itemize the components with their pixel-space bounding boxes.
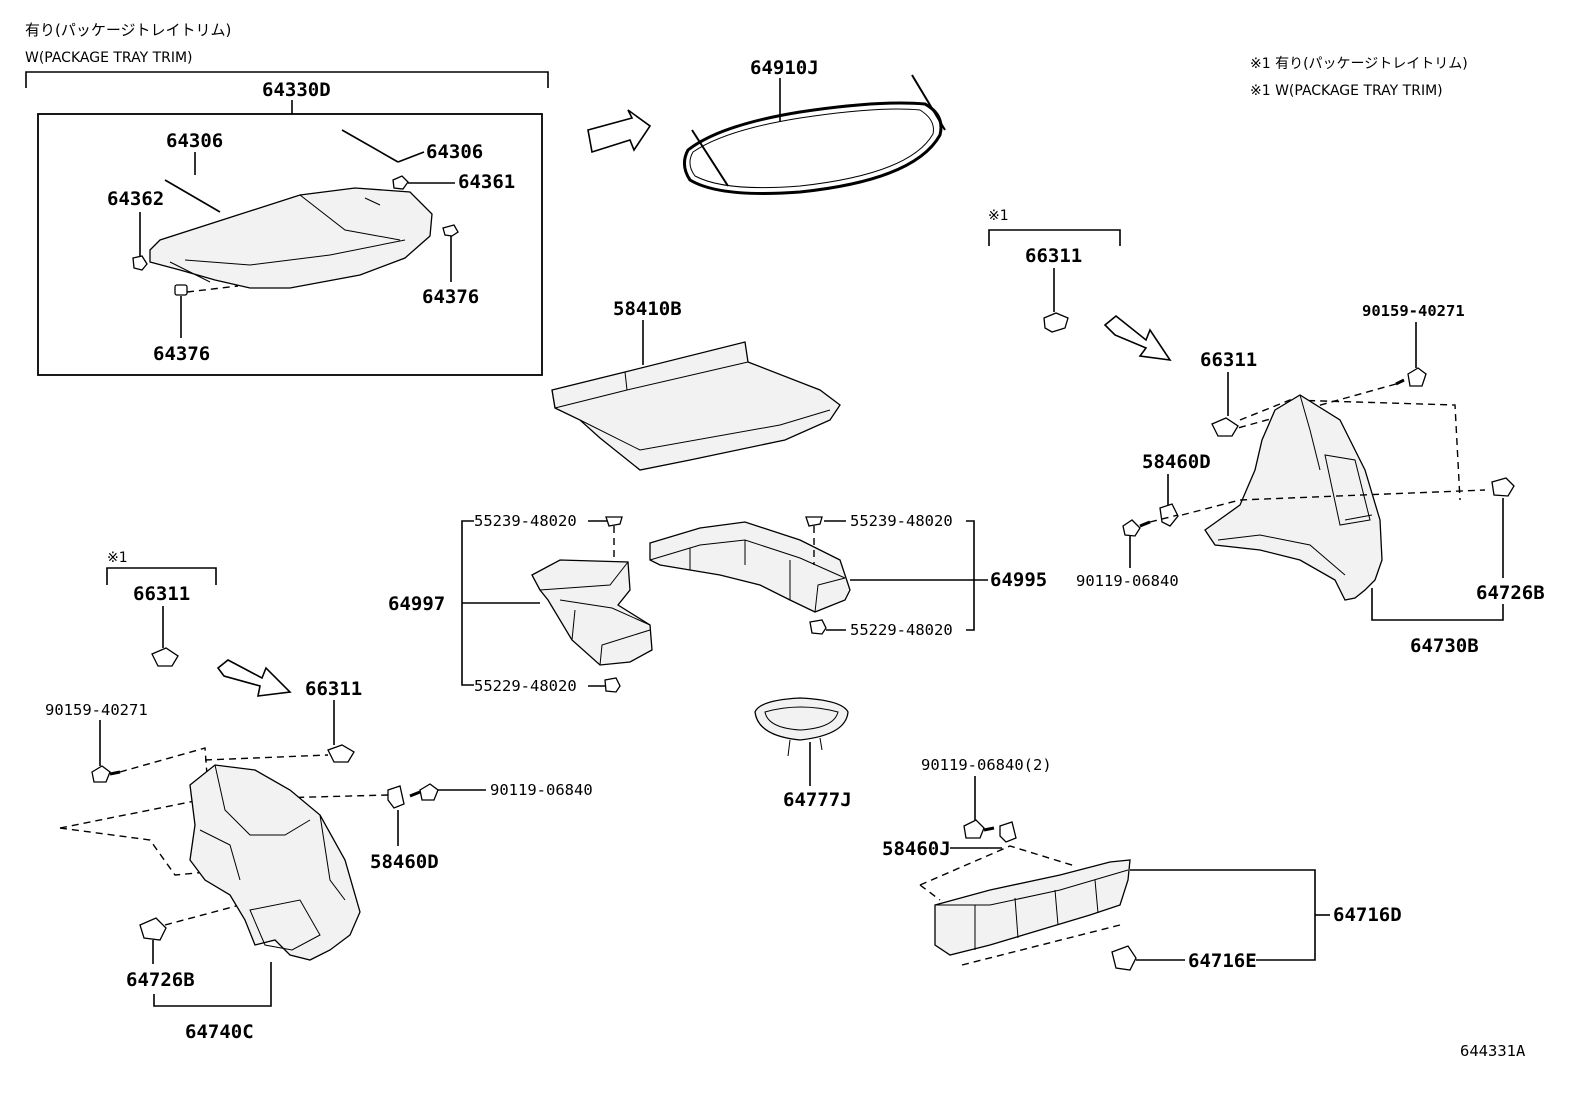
rod-64306b <box>341 129 399 163</box>
arrow-down-right-icon-left <box>216 659 292 697</box>
part-64726B-left: 64726B <box>126 969 195 991</box>
weatherstrip-64910J <box>683 74 946 195</box>
clip-66311-right <box>1211 417 1239 437</box>
dash-sill-top <box>919 845 1076 886</box>
clip-66311-left <box>151 647 179 667</box>
bolt-90119-right <box>1122 519 1151 537</box>
part-58460D-left: 58460D <box>370 851 439 873</box>
part-64740C: 64740C <box>185 1021 254 1043</box>
bracket-64730B <box>1371 588 1504 621</box>
part-55239-left: 55239-48020 <box>474 512 577 530</box>
part-66311-top: 66311 <box>1025 245 1082 267</box>
storage-box-64997 <box>531 559 653 666</box>
rod-64306a <box>164 179 221 213</box>
part-55229-right: 55229-48020 <box>850 621 953 639</box>
dash-sill-bottom <box>961 924 1121 966</box>
mark-1-left: ※1 <box>107 550 128 566</box>
dash-left-mid <box>59 794 389 829</box>
part-64910J: 64910J <box>750 57 819 79</box>
part-90159-right: 90159-40271 <box>1362 302 1465 320</box>
bracket-64995 <box>966 520 975 631</box>
side-trim-64740C <box>189 764 361 961</box>
part-64376b: 64376 <box>153 343 210 365</box>
clip-55229-right <box>809 619 827 635</box>
nut-58460J <box>999 821 1017 843</box>
bolt-90119-left <box>409 783 439 801</box>
tray-group-bracket <box>25 71 549 88</box>
clip-66311-top <box>1043 312 1069 333</box>
floor-mat-58410B <box>551 341 841 471</box>
bracket-66311-left <box>106 567 217 585</box>
clip-64362 <box>132 255 148 271</box>
clip-66311-left2 <box>327 744 355 763</box>
part-58410B: 58410B <box>613 298 682 320</box>
clip-64376a <box>442 224 459 237</box>
part-90119-2: 90119-06840(2) <box>921 756 1052 774</box>
arrow-right-icon <box>587 109 652 154</box>
tray-note-jp: 有り(パッケージトレイトリム) <box>25 21 231 39</box>
part-90119-right: 90119-06840 <box>1076 572 1179 590</box>
part-64330D: 64330D <box>262 79 331 101</box>
part-66311-left2: 66311 <box>305 678 362 700</box>
part-66311-right: 66311 <box>1200 349 1257 371</box>
dash-64376b <box>186 285 239 293</box>
legend-note-jp: ※1 有り(パッケージトレイトリム) <box>1250 56 1468 72</box>
bolt-90159-right <box>1395 367 1427 387</box>
part-55239-right: 55239-48020 <box>850 512 953 530</box>
bracket-66311-top <box>988 229 1121 246</box>
part-64730B: 64730B <box>1410 635 1479 657</box>
part-64306a: 64306 <box>166 130 223 152</box>
dash-outline-right <box>1239 399 1461 501</box>
mark-1-top: ※1 <box>988 208 1009 224</box>
leader-64306b <box>397 151 425 163</box>
bracket-64740C <box>153 962 272 1007</box>
bolt-90119-2 <box>963 819 995 839</box>
clip-64726B-left <box>139 917 167 941</box>
clip-55239-right <box>805 516 823 527</box>
part-58460D-right: 58460D <box>1142 451 1211 473</box>
part-64716E: 64716E <box>1188 950 1257 972</box>
clip-55229-left <box>604 677 621 693</box>
dash-90119-right <box>1149 514 1179 523</box>
dash-90159-right <box>1237 383 1397 429</box>
part-66311-left: 66311 <box>133 583 190 605</box>
part-64995: 64995 <box>990 569 1047 591</box>
storage-box-64995 <box>649 521 851 613</box>
part-64777J: 64777J <box>783 789 852 811</box>
part-64716D: 64716D <box>1333 904 1402 926</box>
part-64306b: 64306 <box>426 141 483 163</box>
nut-58460D-left <box>387 785 405 809</box>
dash-sill-left <box>919 884 941 901</box>
legend-note-en: ※1 W(PACKAGE TRAY TRIM) <box>1250 83 1443 99</box>
package-tray-illustration <box>149 187 433 289</box>
dash-66311-left <box>204 754 329 761</box>
clip-58460D-right <box>1159 503 1179 527</box>
bracket-64716D <box>1130 869 1316 961</box>
bolt-90159-left <box>91 765 121 783</box>
clip-64361 <box>392 175 409 190</box>
part-55229-left: 55229-48020 <box>474 677 577 695</box>
part-64362: 64362 <box>107 188 164 210</box>
clip-64376b <box>174 284 188 296</box>
sill-plate-64716D <box>934 859 1131 956</box>
part-90119-left: 90119-06840 <box>490 781 593 799</box>
part-64997: 64997 <box>388 593 445 615</box>
tray-box <box>37 113 543 376</box>
part-64726B-right: 64726B <box>1476 582 1545 604</box>
dash-64726B-left <box>164 904 241 926</box>
clip-64716E <box>1111 945 1137 971</box>
clip-64726B-right <box>1491 477 1515 497</box>
part-64376a: 64376 <box>422 286 479 308</box>
tray-64777J <box>754 697 849 757</box>
clip-55239-left <box>605 516 623 527</box>
illustration-id: 644331A <box>1460 1042 1526 1060</box>
part-90159-left: 90159-40271 <box>45 701 148 719</box>
part-64361: 64361 <box>458 171 515 193</box>
tray-note-en: W(PACKAGE TRAY TRIM) <box>25 50 193 66</box>
part-58460J: 58460J <box>882 838 951 860</box>
arrow-down-right-icon <box>1103 314 1172 362</box>
